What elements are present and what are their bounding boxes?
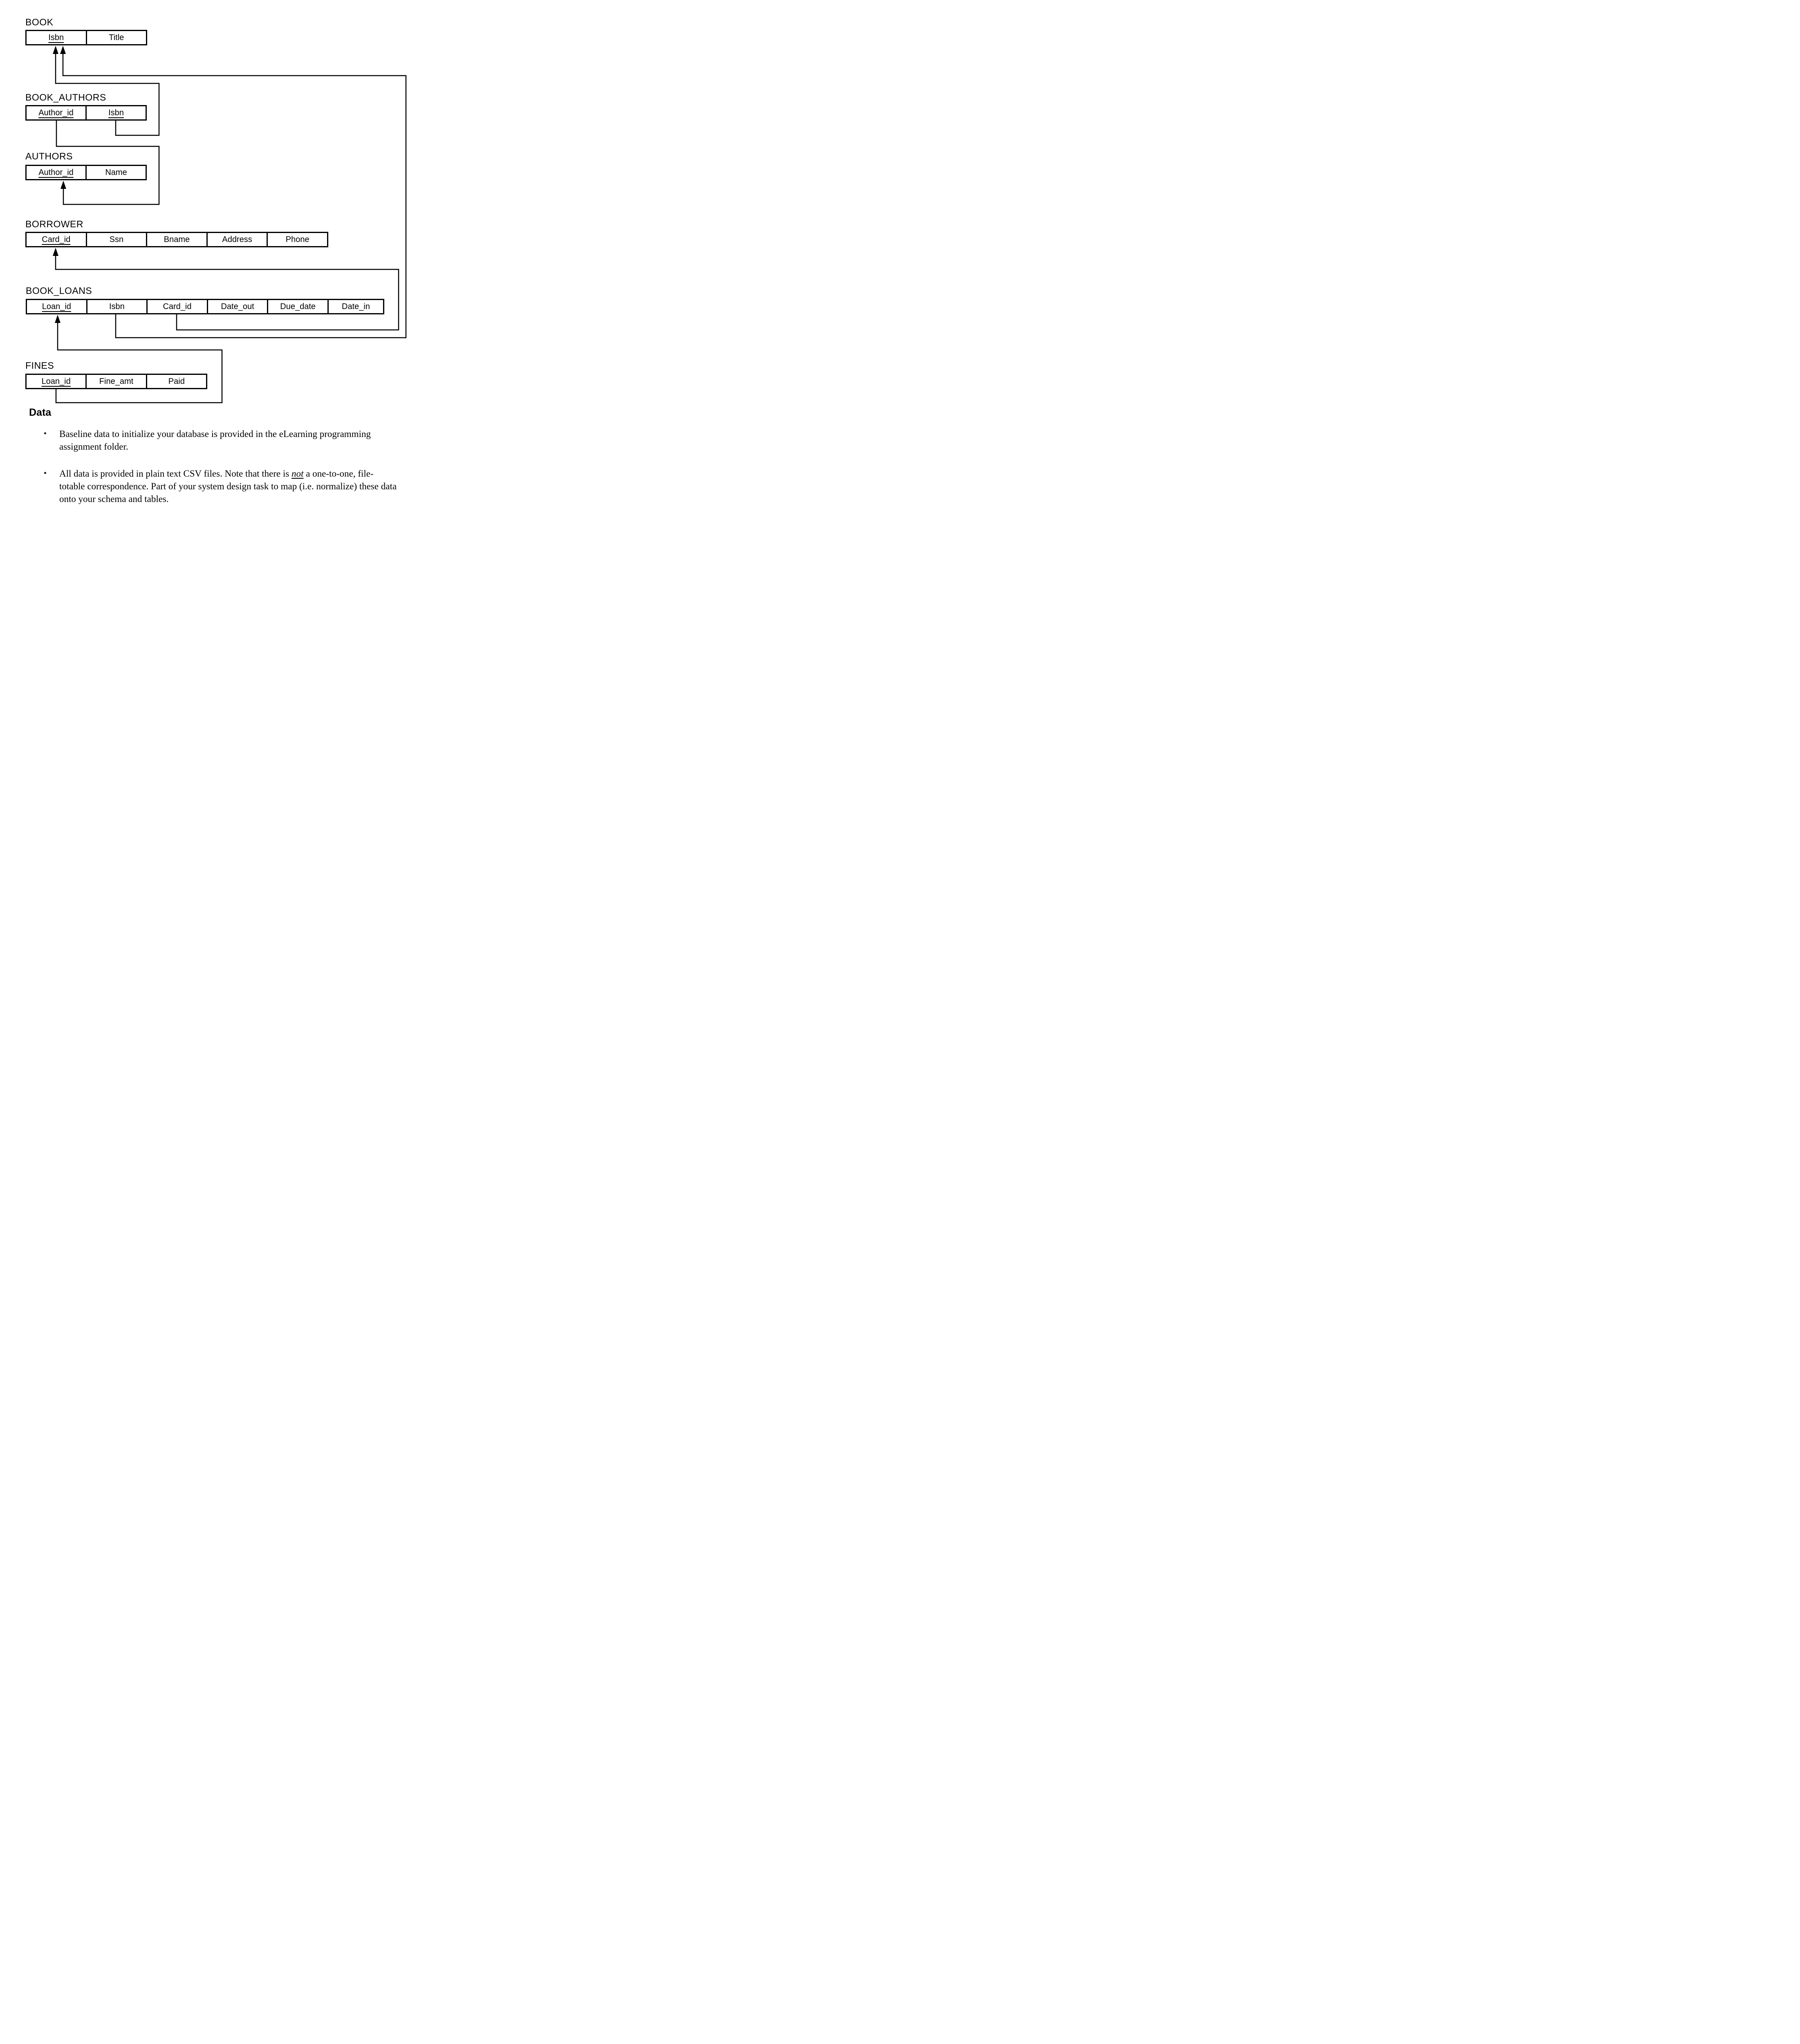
column-book-title: Title [85, 31, 146, 44]
table-label-book: BOOK [25, 17, 54, 27]
fk-line-bookloans-cardid-to-borrower [55, 255, 399, 331]
column-book-loans-date-in: Date_in [327, 300, 383, 313]
table-book-authors: Author_id Isbn [25, 105, 147, 121]
column-book-authors-author-id: Author_id [38, 108, 74, 117]
data-section-heading: Data [29, 407, 52, 418]
column-borrower-phone: Phone [267, 233, 327, 246]
fk-arrowhead-fines-loanid-to-bookloans [55, 315, 61, 323]
table-book-loans: Loan_id Isbn Card_id Date_out Due_date D… [26, 299, 384, 314]
column-book-loans-isbn: Isbn [86, 300, 147, 313]
table-fines: Loan_id Fine_amt Paid [25, 374, 207, 389]
column-authors-author-id: Author_id [38, 168, 74, 177]
column-borrower-card-id: Card_id [42, 235, 71, 244]
column-book-loans-date-out: Date_out [206, 300, 267, 313]
column-book-loans-loan-id: Loan_id [42, 302, 71, 311]
table-authors: Author_id Name [25, 165, 147, 180]
bullet-line: All data is provided in plain text CSV f… [59, 467, 444, 480]
fk-line-bookloans-isbn-to-book [62, 53, 407, 338]
bullet-line: assignment folder. [59, 442, 128, 452]
bullet-item-baseline-data: • Baseline data to initialize your datab… [44, 428, 444, 453]
fk-line-bookauthors-authorid-to-authors [56, 121, 160, 205]
table-borrower: Card_id Ssn Bname Address Phone [25, 232, 328, 247]
table-label-borrower: BORROWER [25, 219, 83, 229]
column-borrower-bname: Bname [146, 233, 206, 246]
schema-document-page: BOOK Isbn Title BOOK_AUTHORS Author_id I… [0, 0, 450, 531]
fk-arrowhead-bookloans-cardid-to-borrower [53, 248, 58, 256]
fk-arrowhead-bookauthors-isbn-to-book [53, 46, 58, 54]
fk-line-fines-loanid-to-bookloans [55, 322, 223, 403]
fk-arrowhead-bookauthors-authorid-to-authors [61, 181, 66, 189]
bullet-text: Baseline data to initialize your databas… [59, 428, 444, 453]
column-fines-paid: Paid [146, 375, 206, 388]
table-book: Isbn Title [25, 30, 147, 45]
fk-line-bookauthors-isbn-to-book [55, 53, 160, 136]
bullet-line-segment: All data is provided in plain text CSV f… [59, 468, 292, 479]
emphasized-not: not [291, 468, 304, 479]
column-book-authors-isbn: Isbn [85, 106, 146, 119]
column-book-loans-due-date: Due_date [267, 300, 327, 313]
column-fines-loan-id: Loan_id [41, 377, 71, 386]
bullet-line: onto your schema and tables. [59, 494, 169, 504]
bullet-text: All data is provided in plain text CSV f… [59, 467, 444, 505]
column-book-loans-card-id: Card_id [146, 300, 207, 313]
column-borrower-ssn: Ssn [85, 233, 146, 246]
bullet-line: Baseline data to initialize your databas… [59, 429, 371, 439]
table-label-book-authors: BOOK_AUTHORS [25, 92, 106, 103]
column-borrower-address: Address [206, 233, 267, 246]
column-fines-fine-amt: Fine_amt [85, 375, 146, 388]
table-label-authors: AUTHORS [25, 151, 73, 161]
table-label-book-loans: BOOK_LOANS [26, 285, 92, 296]
fk-arrowhead-bookloans-isbn-to-book [60, 46, 66, 54]
column-book-isbn: Isbn [48, 33, 64, 42]
table-label-fines: FINES [25, 360, 54, 371]
bullet-line: totable correspondence. Part of your sys… [59, 481, 397, 491]
bullet-line-segment: a one-to-one, file- [303, 468, 374, 479]
column-authors-name: Name [85, 166, 146, 179]
bullet-marker: • [44, 469, 47, 478]
bullet-marker: • [44, 429, 47, 438]
bullet-item-csv-files: • All data is provided in plain text CSV… [44, 467, 444, 505]
schema-diagram-connectors [53, 46, 407, 403]
